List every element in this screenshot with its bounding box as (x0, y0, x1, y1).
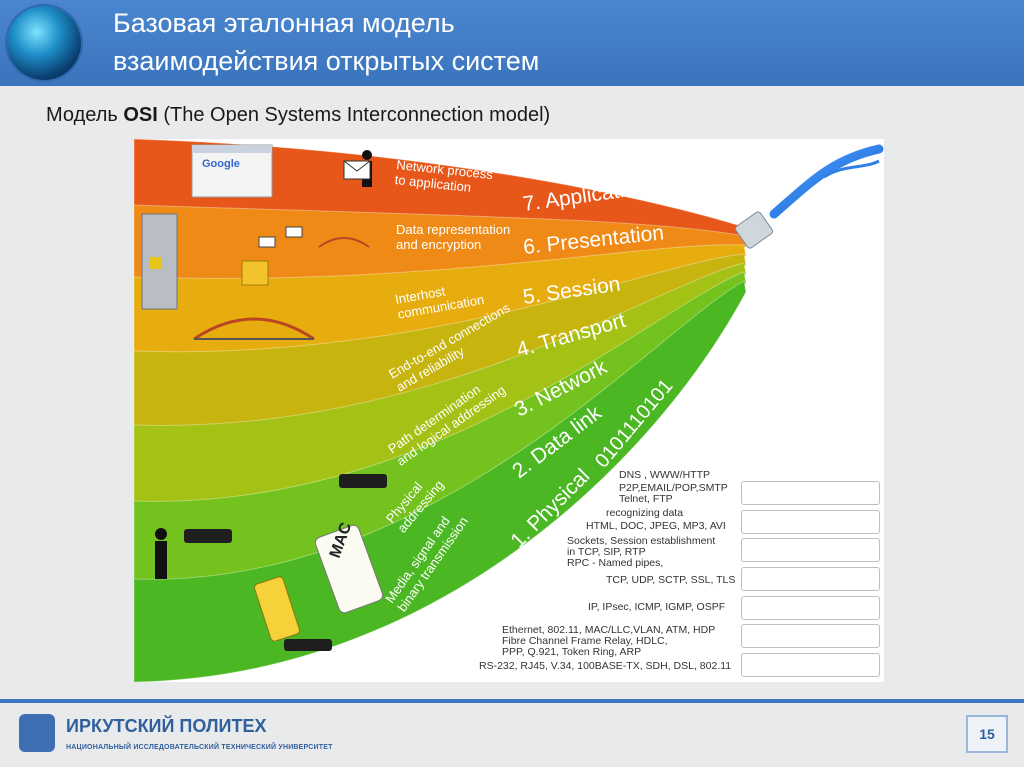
google-label: Google (202, 158, 240, 170)
protocol-line: recognizing data (606, 508, 683, 519)
university-name: ИРКУТСКИЙ ПОЛИТЕХ (66, 716, 267, 737)
band-description: Data representation (396, 222, 510, 237)
globe-logo (7, 6, 81, 80)
protocol-line: PPP, Q.921, Token Ring, ARP (502, 647, 641, 658)
subtitle-suffix: (The Open Systems Interconnection model) (158, 104, 550, 126)
legend-physical: 1. Physical (741, 653, 880, 677)
legend-transport: 4. Transport (741, 567, 880, 591)
router-icon (339, 474, 387, 488)
protocol-line: DNS , WWW/HTTP (619, 470, 710, 481)
protocol-line: Telnet, FTP (619, 494, 673, 505)
legend-network: 3. Network (741, 596, 880, 620)
legend-application: 7. Application (741, 481, 880, 505)
legend-session: 5. Session (741, 538, 880, 562)
slide-subtitle: Модель OSI (The Open Systems Interconnec… (46, 104, 550, 127)
subtitle-bold: OSI (123, 104, 157, 126)
guard-icon (155, 528, 167, 540)
person-icon (362, 150, 372, 160)
slide-title-line2: взаимодействия открытых систем (113, 46, 539, 77)
cable-icon (774, 149, 879, 214)
protocol-line: HTML, DOC, JPEG, MP3, AVI (586, 521, 726, 532)
footer-divider (0, 699, 1024, 703)
flying-envelope-icon (259, 237, 275, 247)
band-description: and encryption (396, 237, 481, 252)
legend-data-link: 2. Data link (741, 624, 880, 648)
page-number: 15 (966, 715, 1008, 753)
legend-presentation: 6. Presentation (741, 510, 880, 534)
protocol-line: RS-232, RJ45, V.34, 100BASE-TX, SDH, DSL… (479, 661, 731, 672)
university-subtitle: НАЦИОНАЛЬНЫЙ ИССЛЕДОВАТЕЛЬСКИЙ ТЕХНИЧЕСК… (66, 744, 333, 751)
protocol-line: RPC - Named pipes, (567, 558, 663, 569)
osi-diagram: Google MAC (134, 139, 884, 682)
title-bar: Базовая эталонная модель взаимодействия … (0, 0, 1024, 86)
university-logo-icon (19, 714, 55, 752)
protocol-line: TCP, UDP, SCTP, SSL, TLS (606, 575, 735, 586)
box-icon (242, 261, 268, 285)
subtitle-prefix: Модель (46, 104, 123, 126)
protocol-line: IP, IPsec, ICMP, IGMP, OSPF (588, 602, 725, 613)
slide-title-line1: Базовая эталонная модель (113, 8, 455, 39)
